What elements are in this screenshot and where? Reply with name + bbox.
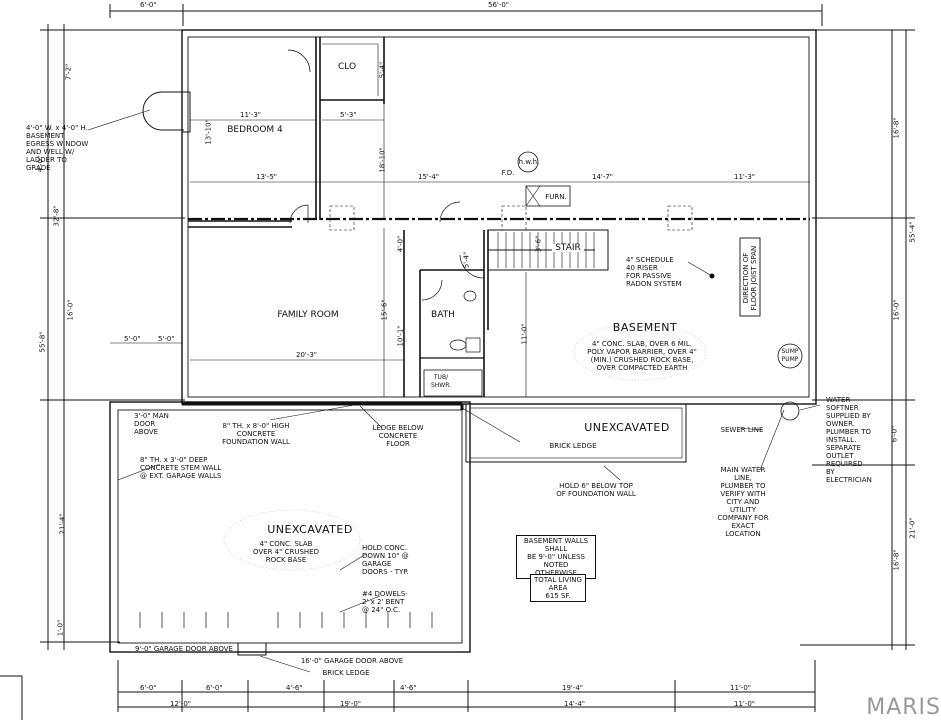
bath-label: BATH: [431, 310, 455, 320]
ledge-note: LEDGE BELOW CONCRETE FLOOR: [372, 424, 424, 448]
dim-int-14: 10'-1": [396, 325, 405, 347]
egress-window-note: 4'-0" W. x 4'-0" H. BASEMENT EGRESS WIND…: [26, 124, 89, 172]
dim-left-6: 21'-4": [58, 513, 67, 535]
furnace-label: FURN.: [545, 193, 567, 201]
bedroom-label: BEDROOM 4: [227, 125, 283, 135]
dim-left-4: 16'-0": [66, 299, 75, 321]
garage-door-9-note: 9'-0" GARAGE DOOR ABOVE: [135, 645, 233, 653]
dim-int-12: 5'-0": [158, 335, 175, 343]
basement-slab-note: 4" CONC. SLAB, OVER 6 MIL. POLY VAPOR BA…: [587, 340, 697, 372]
basement-walls-note: BASEMENT WALLS SHALL BE 9'-0" UNLESS NOT…: [516, 535, 596, 579]
dim-int-7: 11'-3": [734, 173, 756, 181]
stem-wall-note: 8" TH. x 3'-0" DEEP CONCRETE STEM WALL @…: [140, 456, 222, 480]
dim-int-17: 3'-6": [534, 235, 543, 253]
dim-int-18: 5'-4": [462, 251, 471, 269]
dim-int-15: 20'-3": [296, 351, 318, 359]
dim-bottom-outer-4: 11'-0": [734, 700, 756, 708]
dim-bottom-6: 11'-0": [730, 684, 752, 692]
dim-int-10: 4'-0": [396, 235, 405, 253]
water-heater-label: h.w.h.: [518, 158, 540, 166]
dim-right-5: 21'-0": [908, 517, 917, 539]
floor-drain-label: F.D.: [501, 169, 515, 177]
dim-bottom-outer-1: 12'-0": [170, 700, 192, 708]
dowels-note: #4 DOWELS- 2' x 2' BENT @ 24" O.C.: [362, 590, 408, 614]
dim-right-2: 55'-4": [908, 221, 917, 243]
dim-right-3: 16'-0": [892, 299, 901, 321]
dim-int-3: 5'-4": [378, 61, 387, 79]
dim-int-6: 14'-7": [592, 173, 614, 181]
dim-bottom-4: 4'-6": [400, 684, 417, 692]
garage-door-16-note: 16'-0" GARAGE DOOR ABOVE: [300, 657, 404, 665]
stair-label: STAIR: [552, 244, 584, 253]
joist-span-note: DIRECTION OF FLOOR JOIST SPAN: [742, 245, 758, 311]
dim-bottom-1: 6'-0": [140, 684, 157, 692]
dim-left-5: 55'-8": [38, 331, 47, 353]
radon-note: 4" SCHEDULE 40 RISER FOR PASSIVE RADON S…: [626, 256, 682, 288]
tub-label: TUB/ SHWR.: [430, 374, 452, 389]
dim-bottom-outer-3: 14'-4": [564, 700, 586, 708]
dim-int-2: 5'-3": [340, 111, 357, 119]
garage-slab-note: 4" CONC. SLAB OVER 4" CRUSHED ROCK BASE: [253, 540, 319, 564]
sump-pump-label: SUMP PUMP: [781, 348, 799, 363]
dim-left-1: 7'-2": [64, 63, 73, 81]
man-door-note: 3'-0" MAN DOOR ABOVE: [134, 412, 169, 436]
unexcavated-title-garage: UNEXCAVATED: [267, 523, 353, 536]
dim-right-4: 6'-0": [890, 425, 899, 443]
total-living-area-note: TOTAL LIVING AREA 615 SF.: [530, 574, 586, 602]
hold-10-note: HOLD CONC. DOWN 10" @ GARAGE DOORS - TYP…: [362, 544, 409, 576]
brick-ledge-note: BRICK LEDGE: [549, 442, 597, 450]
main-water-note: MAIN WATER LINE, PLUMBER TO VERIFY WITH …: [717, 466, 769, 538]
dim-bottom-outer-2: 19'-0": [340, 700, 362, 708]
foundation-wall-note: 8" TH. x 8'-0" HIGH CONCRETE FOUNDATION …: [222, 422, 290, 446]
dim-top-6: 6'-0": [140, 1, 157, 9]
watermark: MARIS: [866, 695, 941, 720]
dim-right-6: 16'-8": [892, 549, 901, 571]
dim-right-1: 16'-8": [892, 117, 901, 139]
dim-bottom-2: 6'-0": [206, 684, 223, 692]
dim-int-13: 15'-6": [380, 299, 389, 321]
brick-ledge-note-2: BRICK LEDGE: [322, 669, 370, 677]
dim-bottom-5: 19'-4": [562, 684, 584, 692]
unexcavated-title-right: UNEXCAVATED: [584, 421, 670, 434]
closet-label: CLO: [337, 62, 357, 72]
dim-left-3: 32'-8": [52, 205, 61, 227]
dim-top-56: 56'-0": [488, 1, 510, 9]
dim-int-11: 5'-0": [124, 335, 141, 343]
sewer-line-note: SEWER LINE: [720, 426, 764, 434]
dim-int-8: 13'-10": [204, 119, 213, 145]
dim-int-16: 11'-0": [520, 323, 529, 345]
dim-left-7: 1'-0": [56, 619, 65, 637]
dim-int-1: 11'-3": [240, 111, 262, 119]
dim-int-4: 13'-5": [256, 173, 278, 181]
hold-6-note: HOLD 6" BELOW TOP OF FOUNDATION WALL: [556, 482, 636, 498]
water-softener-note: WATER SOFTNER SUPPLIED BY OWNER. PLUMBER…: [826, 396, 872, 484]
dim-int-5: 15'-4": [418, 173, 440, 181]
dim-int-9: 18'-10": [378, 147, 387, 173]
family-room-label: FAMILY ROOM: [277, 310, 339, 320]
basement-title: BASEMENT: [612, 321, 678, 334]
dim-bottom-3: 4'-6": [286, 684, 303, 692]
